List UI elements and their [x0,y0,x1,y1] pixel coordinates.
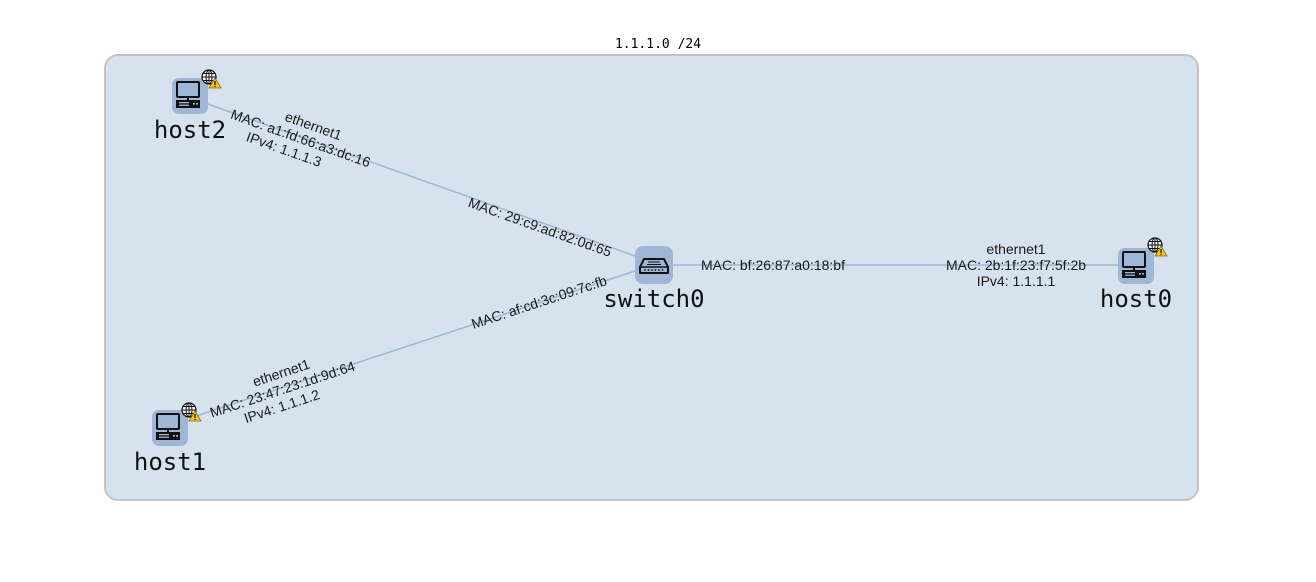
switch-icon [639,258,669,274]
link-host2-switch0[interactable] [204,102,639,258]
host1-label: host1 [134,448,206,476]
switch0-label: switch0 [603,285,704,313]
host0-label: host0 [1100,285,1172,313]
switch0-port-host2: MAC: 29:c9:ad:82:0d:65 [466,194,614,260]
node-host2[interactable]: host2 [154,69,226,144]
host0-mac: MAC: 2b:1f:23:f7:5f:2b [946,257,1086,273]
link-host1-switch0[interactable] [189,269,639,419]
node-switch0[interactable]: switch0 [603,246,705,313]
host0-iface: ethernet1 [986,241,1045,257]
switch0-port-host0: MAC: bf:26:87:a0:18:bf [701,257,845,273]
host0-ipv4: IPv4: 1.1.1.1 [977,273,1056,289]
switch0-mac-host2: MAC: 29:c9:ad:82:0d:65 [466,194,614,260]
host-computer-icon [155,413,181,441]
host-computer-icon [1121,251,1147,279]
subnet-label: 1.1.1.0 /24 [614,37,702,52]
switch0-mac-host1: MAC: af:cd:3c:09:7c:fb [469,272,609,332]
host2-interface-labels: ethernet1 MAC: a1:fd:66:a3:dc:16 IPv4: 1… [229,106,373,170]
switch0-port-host1: MAC: af:cd:3c:09:7c:fb [469,272,609,332]
host2-label: host2 [154,116,226,144]
host0-interface-labels: ethernet1 MAC: 2b:1f:23:f7:5f:2b IPv4: 1… [946,241,1086,289]
host-computer-icon [175,81,201,109]
switch0-mac-host0: MAC: bf:26:87:a0:18:bf [701,257,845,273]
node-host1[interactable]: host1 [134,402,206,476]
node-host0[interactable]: host0 [1100,237,1172,313]
host1-interface-labels: ethernet1 MAC: 23:47:23:1d:9d:64 IPv4: 1… [208,356,357,426]
